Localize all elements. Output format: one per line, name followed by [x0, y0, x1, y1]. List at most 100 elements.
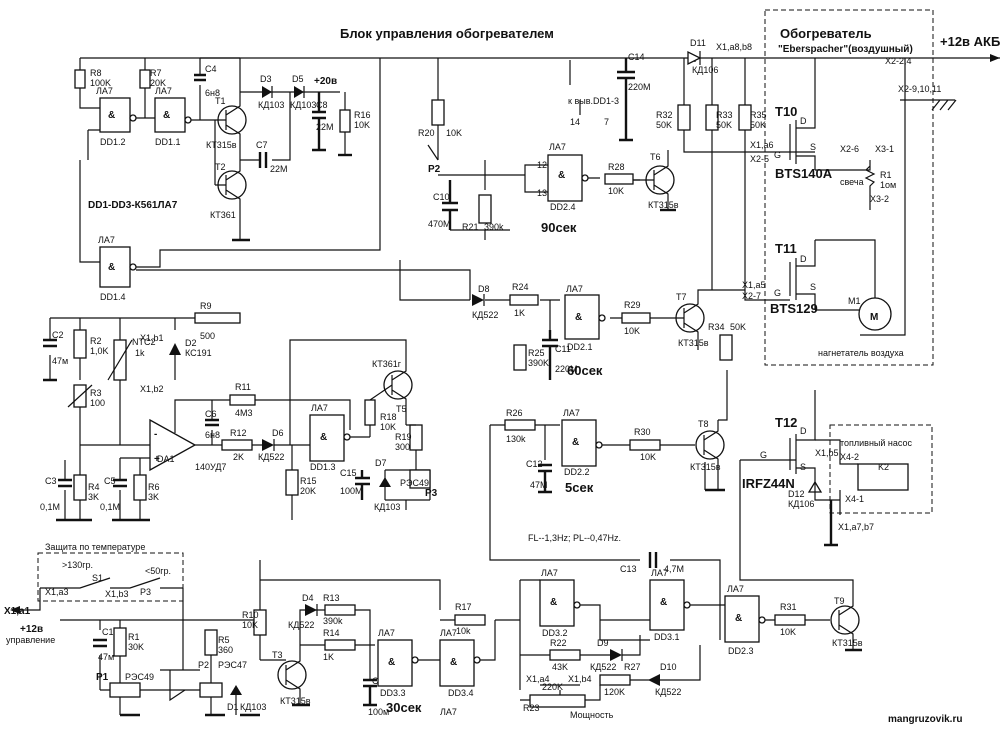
r35-value: 50K: [750, 120, 766, 130]
t11-part: BTS129: [770, 301, 818, 316]
d6-label: D6: [272, 428, 284, 438]
r19-label: R19: [395, 432, 412, 442]
t5-part: КТ361г: [372, 359, 402, 369]
dd3-2-label: DD3.2: [542, 628, 568, 638]
p2-relay-coil: [199, 682, 223, 698]
d5-part: КД103: [290, 100, 316, 110]
dd2-4-type: ЛА7: [549, 142, 566, 152]
c6-value: 6н8: [205, 430, 220, 440]
r29-value: 10K: [624, 326, 640, 336]
c8-label: C8: [316, 100, 328, 110]
r34-resistor: [719, 334, 733, 361]
c7-value: 22M: [270, 164, 288, 174]
arrow-left-icon: [10, 606, 20, 614]
t12-d-pin: D: [800, 426, 807, 436]
x1-b2-label: X1,b2: [140, 384, 164, 394]
r18-value: 10K: [380, 422, 396, 432]
timer-30s: 30сек: [386, 700, 422, 715]
dd1-4-type: ЛА7: [98, 235, 115, 245]
t3-transistor: [277, 660, 307, 690]
r3-value: 100: [90, 398, 105, 408]
t10-part: BTS140A: [775, 166, 833, 181]
d8-part: КД522: [472, 310, 498, 320]
r7-value: 20K: [150, 78, 166, 88]
r28-value: 10K: [608, 186, 624, 196]
r5-value: 360: [218, 645, 233, 655]
r21-label: R21: [462, 222, 479, 232]
t7-part: КТ315в: [678, 338, 709, 348]
dd1-4-gate: [99, 246, 131, 288]
t3-label: T3: [272, 650, 283, 660]
r7-resistor: [139, 69, 151, 89]
protection-box: [37, 552, 184, 602]
d8-diode-icon: [472, 294, 484, 306]
dd3-3-type: ЛА7: [378, 628, 395, 638]
r9-label: R9: [200, 301, 212, 311]
d9-diode-icon: [610, 649, 622, 661]
frequency-note: FL--1,3Hz; PL--0,47Hz.: [528, 533, 621, 543]
t11-label: T11: [775, 241, 797, 256]
supply-pins: X1,a8,b8: [716, 42, 752, 52]
dd3-2-gate: [539, 579, 575, 627]
x3-2-label: X3-2: [870, 194, 889, 204]
c15-label: C15: [340, 468, 357, 478]
t9-part: КТ315в: [832, 638, 863, 648]
c3-value: 0,1M: [40, 502, 60, 512]
r4-label: R4: [88, 482, 100, 492]
ntc-label: NTC2: [132, 337, 156, 347]
dd2-1-label: DD2.1: [567, 342, 593, 352]
r17-value: 10k: [456, 626, 471, 636]
dd3-2-type: ЛА7: [541, 568, 558, 578]
r6-label: R6: [148, 482, 160, 492]
t2-label: T2: [215, 162, 226, 172]
dd3-3-label: DD3.3: [380, 688, 406, 698]
d3-part: КД103: [258, 100, 284, 110]
dd2-1-type: ЛА7: [566, 284, 583, 294]
x2-5-label: X2-5: [750, 154, 769, 164]
r25-label: R25: [528, 348, 545, 358]
r21-value: 390k: [484, 222, 504, 232]
dd1-1-type: ЛА7: [155, 86, 172, 96]
dd2-2-label: DD2.2: [564, 467, 590, 477]
r24-resistor: [509, 294, 539, 306]
t10-label: T10: [775, 104, 797, 119]
d5-label: D5: [292, 74, 304, 84]
t11-d-pin: D: [800, 254, 807, 264]
t8-transistor: [695, 430, 725, 460]
arrow-right-icon: [990, 54, 1000, 62]
r8-value: 100K: [90, 78, 111, 88]
r32-value: 50K: [656, 120, 672, 130]
x4-2-label: X4-2: [840, 452, 859, 462]
r14-label: R14: [323, 628, 340, 638]
r30-value: 10K: [640, 452, 656, 462]
t6-label: T6: [650, 152, 661, 162]
r23-label: R23: [523, 703, 540, 713]
r2-label: R2: [90, 336, 102, 346]
heater-subtitle: "Eberspacher"(воздушный): [778, 44, 913, 55]
d4-label: D4: [302, 593, 314, 603]
dd3-4-gate: [439, 639, 475, 687]
r16-value: 10K: [354, 120, 370, 130]
d5-diode-icon: [294, 86, 304, 98]
r15-label: R15: [300, 476, 317, 486]
r33-resistor: [705, 104, 719, 131]
t5-transistor: [383, 370, 413, 400]
r18-resistor: [364, 399, 376, 426]
dd1-1-label: DD1.1: [155, 137, 181, 147]
dd2-4-gate: [547, 154, 583, 202]
r16-resistor: [339, 109, 351, 133]
t12-g-pin: G: [760, 450, 767, 460]
r20-resistor: [431, 99, 445, 126]
r24-label: R24: [512, 282, 529, 292]
d4-part: КД522: [288, 620, 314, 630]
dd2-3-gate: [724, 595, 760, 643]
r13-resistor: [324, 604, 356, 616]
r20-label: R20: [418, 128, 435, 138]
c1-value: 47м: [98, 652, 114, 662]
p1-relay-coil: [109, 682, 141, 698]
c5-label: C5: [104, 476, 116, 486]
supply-20v-label: +20в: [314, 76, 337, 87]
r5-resistor: [204, 629, 218, 656]
r1-label: R1: [128, 632, 140, 642]
d4-diode-icon: [305, 604, 317, 616]
